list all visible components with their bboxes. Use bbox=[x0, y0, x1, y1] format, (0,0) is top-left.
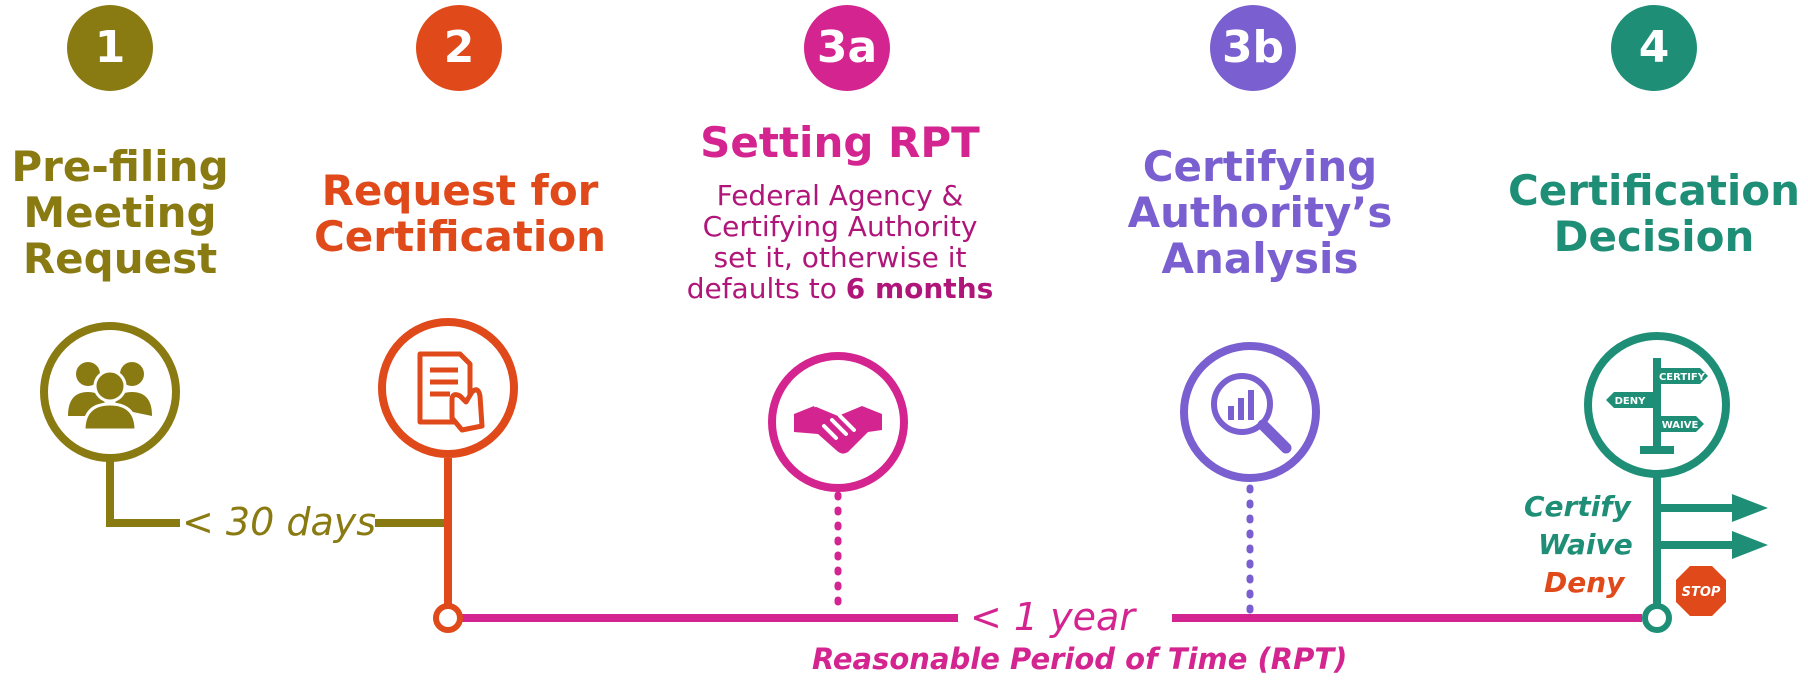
step3a-desc-prefix: defaults to bbox=[686, 272, 846, 305]
step3a-desc-line: Federal Agency & bbox=[716, 179, 964, 212]
step3a-title-line: Setting RPT bbox=[700, 118, 980, 167]
step3b-title-line: Analysis bbox=[1161, 234, 1359, 283]
handshake-icon bbox=[768, 352, 908, 492]
outcome-deny: Deny bbox=[1544, 566, 1625, 599]
step3b-badge: 3b bbox=[1210, 5, 1296, 91]
step2-title-line: Request for bbox=[321, 166, 599, 215]
signpost-icon: CERTIFY DENY WAIVE bbox=[1584, 332, 1730, 478]
step4-title: Certification Decision bbox=[1500, 168, 1808, 260]
step2-title: Request for Certification bbox=[300, 168, 620, 260]
one-year-label: < 1 year bbox=[970, 595, 1135, 639]
step1-title-line: Meeting bbox=[23, 188, 217, 237]
step4-title-line: Decision bbox=[1553, 212, 1755, 261]
step3a-desc-bold: 6 months bbox=[845, 272, 994, 305]
short-period-label: < 30 days bbox=[182, 500, 377, 544]
step2-badge: 2 bbox=[416, 5, 502, 91]
step3a-badge: 3a bbox=[804, 5, 890, 91]
outcome-waive: Waive bbox=[1538, 528, 1633, 561]
step3a-desc-line: Certifying Authority bbox=[702, 210, 978, 243]
step1-title: Pre-filing Meeting Request bbox=[0, 144, 240, 282]
stop-sign-icon: STOP bbox=[1676, 566, 1726, 616]
step1-connector bbox=[106, 460, 180, 527]
step1-badge: 1 bbox=[67, 5, 153, 91]
start-node bbox=[433, 603, 463, 633]
sign-deny-text: DENY bbox=[1615, 396, 1647, 407]
step3b-title: Certifying Authority’s Analysis bbox=[1110, 144, 1410, 282]
end-node bbox=[1642, 603, 1672, 633]
magnifier-chart-icon bbox=[1180, 342, 1320, 482]
outcome-certify: Certify bbox=[1524, 490, 1631, 523]
people-group-icon bbox=[40, 322, 180, 462]
step4-badge: 4 bbox=[1611, 5, 1697, 91]
step3a-desc-line: defaults to 6 months bbox=[660, 273, 1020, 304]
step1-title-line: Request bbox=[22, 234, 218, 283]
step4-title-line: Certification bbox=[1507, 166, 1801, 215]
certify-arrow-head bbox=[1732, 494, 1768, 522]
step1-title-line: Pre-filing bbox=[11, 142, 229, 191]
document-hand-icon bbox=[378, 318, 518, 458]
step2-title-line: Certification bbox=[313, 212, 607, 261]
step3a-description: Federal Agency & Certifying Authority se… bbox=[660, 180, 1020, 304]
step3b-title-line: Authority’s bbox=[1127, 188, 1393, 237]
step3a-title: Setting RPT bbox=[680, 120, 1000, 166]
stop-sign-text: STOP bbox=[1682, 585, 1721, 600]
sign-certify-text: CERTIFY bbox=[1659, 372, 1706, 383]
step3b-title-line: Certifying bbox=[1142, 142, 1378, 191]
waive-arrow-head bbox=[1732, 531, 1768, 559]
sign-waive-text: WAIVE bbox=[1662, 420, 1699, 431]
step3a-desc-line: set it, otherwise it bbox=[713, 241, 967, 274]
rpt-label: Reasonable Period of Time (RPT) bbox=[812, 642, 1348, 676]
